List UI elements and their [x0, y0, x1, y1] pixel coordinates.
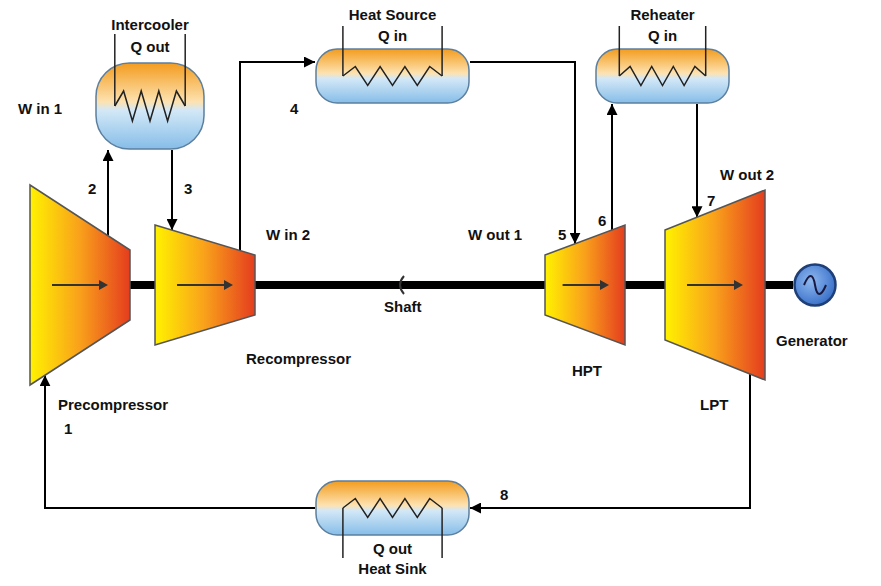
- turbomachine-body: [545, 225, 625, 345]
- state-point-number: 6: [598, 212, 606, 230]
- coil-lead: [705, 26, 707, 76]
- coil-lead: [342, 26, 344, 76]
- coil-lead: [441, 26, 443, 76]
- state-point-number: 1: [64, 420, 72, 438]
- heat-exchanger-drum: [595, 48, 730, 104]
- flow-pipe: [240, 62, 315, 251]
- turbomachine-body: [155, 225, 255, 345]
- state-point-number: 3: [184, 180, 192, 198]
- heat-exchanger-drum: [315, 48, 470, 104]
- turbomachine-symbol: [545, 225, 625, 345]
- generator-circle: [795, 265, 836, 306]
- component-label: LPT: [700, 396, 728, 414]
- turbomachine: Precompressor: [30, 185, 130, 385]
- generator: Generator: [793, 263, 837, 307]
- rotation-mark: [400, 276, 404, 294]
- component-label: Intercooler: [95, 16, 205, 34]
- coil-lead: [619, 26, 621, 76]
- component-label: Q out: [95, 38, 205, 56]
- flow-arrowhead: [600, 280, 609, 290]
- component-label: Q in: [595, 27, 730, 45]
- annotation-label: W out 2: [720, 166, 774, 184]
- flow-pipe: [45, 375, 315, 508]
- turbomachine: Recompressor: [155, 225, 255, 345]
- coil-lead: [342, 508, 344, 558]
- flow-pipe: [107, 150, 109, 236]
- state-point-number: 2: [88, 180, 96, 198]
- drum-shell: [96, 63, 204, 149]
- shaft-connector: [625, 281, 665, 289]
- turbomachine: HPT: [545, 225, 625, 345]
- flow-arrow: [687, 284, 735, 286]
- state-point-number: 8: [500, 486, 508, 504]
- heat-exchanger: Heat SourceQ in: [315, 48, 470, 104]
- flow-arrowhead: [224, 280, 233, 290]
- heat-coil: [115, 91, 185, 121]
- flow-arrow: [52, 284, 100, 286]
- generator-symbol: [793, 263, 837, 307]
- drum-shell: [316, 49, 469, 103]
- component-label: Q out: [315, 540, 470, 558]
- heat-coil: [619, 67, 705, 86]
- flow-arrowhead: [734, 280, 743, 290]
- annotation-label: W out 1: [468, 226, 522, 244]
- heat-exchanger: ReheaterQ in: [595, 48, 730, 104]
- turbomachine: LPT: [665, 190, 765, 380]
- component-label: Heat Source: [315, 6, 470, 24]
- state-point-number: 5: [558, 226, 566, 244]
- drum-shell: [316, 481, 469, 535]
- turbomachine-symbol: [665, 190, 765, 380]
- flow-arrow: [177, 284, 225, 286]
- flow-pipe: [470, 62, 575, 244]
- heat-coil: [343, 499, 442, 518]
- annotation-label: W in 1: [18, 100, 62, 118]
- turbomachine-body: [665, 190, 765, 380]
- annotation-label: W in 2: [266, 226, 310, 244]
- component-label: Precompressor: [58, 396, 168, 414]
- state-point-number: 4: [290, 100, 298, 118]
- turbomachine-symbol: [155, 225, 255, 345]
- shaft-connector: [765, 281, 793, 289]
- heat-coil: [343, 67, 442, 86]
- component-label: Heat Sink: [315, 560, 470, 578]
- component-label: Recompressor: [246, 350, 351, 368]
- turbomachine-body: [30, 185, 130, 385]
- drum-shell: [596, 49, 729, 103]
- heat-exchanger-drum: [95, 62, 205, 150]
- flow-pipe: [470, 374, 750, 508]
- flow-pipe: [171, 150, 173, 230]
- turbomachine-symbol: [30, 185, 130, 385]
- coil-lead: [441, 508, 443, 558]
- component-label: HPT: [572, 362, 602, 380]
- flow-pipe: [696, 104, 698, 217]
- flow-arrowhead: [99, 280, 108, 290]
- coil-lead: [184, 34, 186, 106]
- heat-exchanger: IntercoolerQ out: [95, 62, 205, 150]
- annotation-label: Shaft: [384, 298, 422, 316]
- flow-arrow: [563, 284, 601, 286]
- shaft-connector: [130, 281, 155, 289]
- coil-lead: [114, 34, 116, 106]
- component-label: Q in: [315, 27, 470, 45]
- heat-exchanger-drum: [315, 480, 470, 536]
- component-label: Generator: [776, 332, 848, 350]
- flow-pipe: [611, 104, 613, 230]
- heat-exchanger: Q outHeat Sink: [315, 480, 470, 536]
- state-point-number: 7: [707, 192, 715, 210]
- component-label: Reheater: [595, 6, 730, 24]
- sine-wave: [804, 276, 826, 294]
